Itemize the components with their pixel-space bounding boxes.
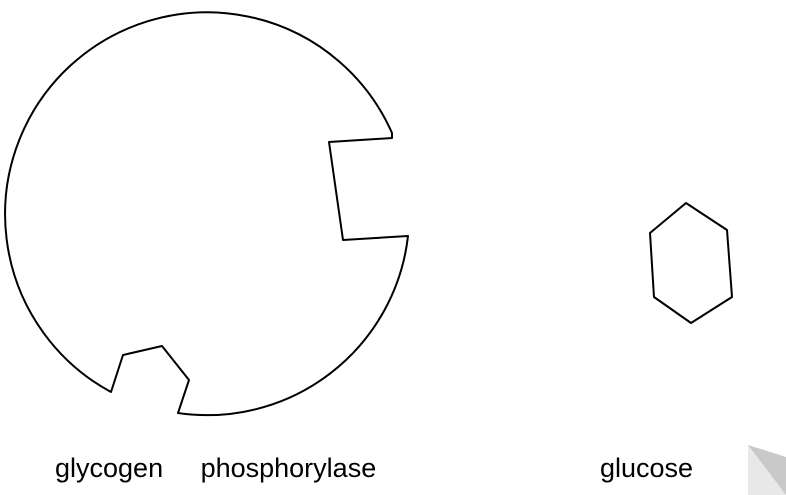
page-curl-icon — [748, 445, 786, 495]
glucose-shape — [650, 203, 732, 323]
glucose-label: glucose — [600, 452, 693, 484]
enzyme-shape — [5, 12, 408, 415]
enzyme-label: glycogen phosphorylase — [55, 452, 376, 484]
